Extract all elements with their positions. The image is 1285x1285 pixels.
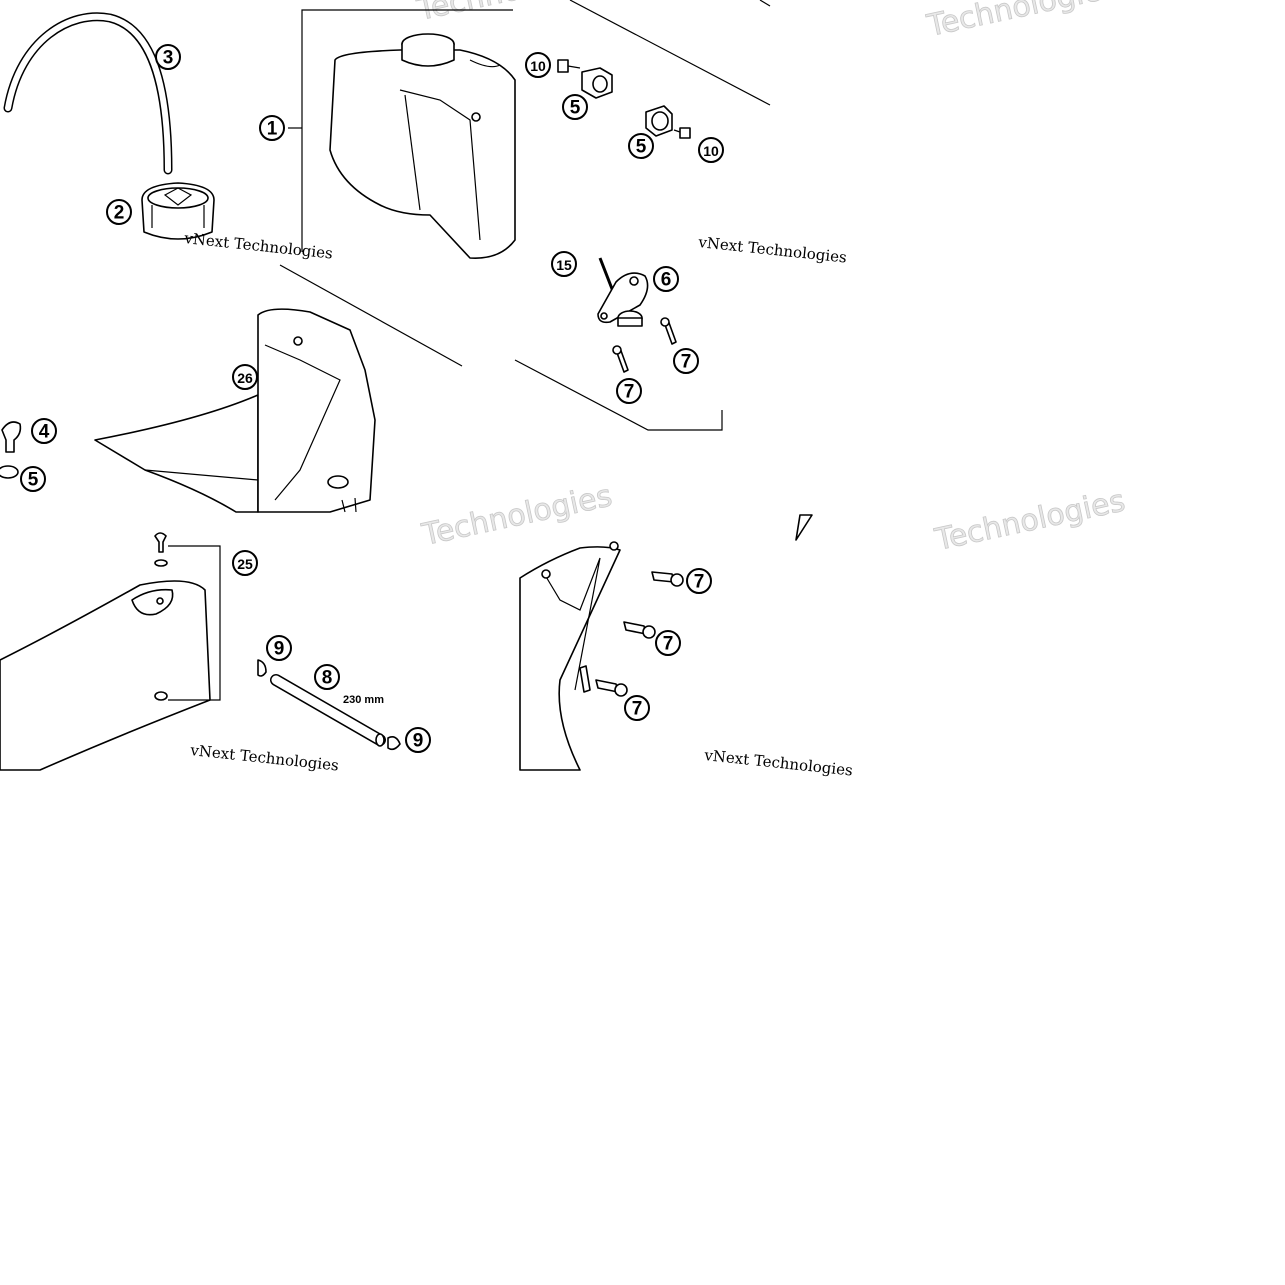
callout-c9a: 9 [266, 635, 292, 661]
watermark-word: Technologies [931, 484, 1128, 559]
callout-ring [232, 364, 258, 390]
callout-ring [562, 94, 588, 120]
callout-number: 26 [237, 370, 253, 386]
part-fuel-tap [597, 257, 649, 327]
callout-c8: 8 [314, 664, 340, 690]
callout-c6: 6 [653, 266, 679, 292]
part-screws-upper [612, 317, 677, 373]
part-spacer-bolt-group [557, 59, 691, 139]
callout-c3: 3 [155, 44, 181, 70]
callout-ring [405, 727, 431, 753]
callout-number: 4 [39, 422, 50, 443]
callout-ring [525, 52, 551, 78]
callout-ring [628, 133, 654, 159]
watermark-text: vNext Technologies [703, 746, 854, 780]
callout-c10b: 10 [698, 137, 724, 163]
callout-c7e: 7 [624, 695, 650, 721]
callout-number: 6 [661, 270, 672, 291]
callout-ring [655, 630, 681, 656]
callout-ring [20, 466, 46, 492]
part-bolt-washer [0, 421, 22, 479]
watermark-word: Technologies [923, 0, 1120, 44]
callout-layer: 1 2 3 4 5 5 5 6 7 7 7 7 7 8 9 9 10 10 15 25 26 [20, 44, 724, 753]
callout-number: 1 [267, 119, 278, 140]
callout-ring [616, 378, 642, 404]
callout-number: 7 [681, 352, 692, 373]
callout-c4: 4 [31, 418, 57, 444]
watermark-text: vNext Technologies [697, 233, 848, 267]
part-side-cover-right [519, 514, 813, 771]
part-seat [94, 394, 259, 513]
watermark-text: vNext Technologies [183, 229, 334, 263]
callout-number: 25 [237, 556, 253, 572]
callout-number: 9 [274, 639, 285, 660]
callout-ring [698, 137, 724, 163]
dimension-label: 230 mm [343, 694, 384, 706]
callout-ring [106, 199, 132, 225]
callout-number: 7 [632, 699, 643, 720]
part-vent-tube [257, 659, 401, 751]
callout-number: 3 [163, 48, 174, 69]
callout-c9b: 9 [405, 727, 431, 753]
callout-number: 5 [636, 137, 647, 158]
callout-c10a: 10 [525, 52, 551, 78]
callout-number: 2 [114, 203, 125, 224]
callout-ring [266, 635, 292, 661]
callout-ring [314, 664, 340, 690]
callout-c15: 15 [551, 251, 577, 277]
background-watermarks: Technologies Technologies Technologies T… [413, 0, 1129, 559]
callout-c7d: 7 [655, 630, 681, 656]
part-fuel-tank [288, 9, 516, 259]
callout-c1: 1 [259, 115, 285, 141]
part-tank-shroud-lower [0, 532, 221, 771]
callout-ring [259, 115, 285, 141]
callout-c26: 26 [232, 364, 258, 390]
callout-number: 7 [663, 634, 674, 655]
callout-c7b: 7 [616, 378, 642, 404]
bracket-lines [279, 0, 771, 431]
part-fuel-cap [141, 182, 215, 240]
callout-number: 7 [624, 382, 635, 403]
callout-c25: 25 [232, 550, 258, 576]
callout-ring [673, 348, 699, 374]
part-hose [3, 12, 173, 175]
callout-ring [551, 251, 577, 277]
callout-c5a: 5 [562, 94, 588, 120]
callout-number: 10 [703, 143, 719, 159]
watermark-word: Technologies [418, 479, 615, 554]
callout-ring [624, 695, 650, 721]
callout-c7a: 7 [673, 348, 699, 374]
watermark-text: vNext Technologies [189, 741, 340, 775]
callout-number: 9 [413, 731, 424, 752]
callout-number: 7 [694, 572, 705, 593]
callout-c7c: 7 [686, 568, 712, 594]
callout-ring [686, 568, 712, 594]
callout-ring [232, 550, 258, 576]
part-side-panel [257, 308, 376, 513]
callout-c2: 2 [106, 199, 132, 225]
callout-ring [155, 44, 181, 70]
callout-number: 8 [322, 668, 333, 689]
watermark-word: Technologies [413, 0, 610, 28]
part-screws-lower [595, 571, 684, 697]
callout-number: 5 [28, 470, 39, 491]
callout-c5c: 5 [20, 466, 46, 492]
callout-ring [653, 266, 679, 292]
callout-ring [31, 418, 57, 444]
callout-number: 15 [556, 257, 572, 273]
callout-number: 10 [530, 58, 546, 74]
callout-c5b: 5 [628, 133, 654, 159]
callout-number: 5 [570, 98, 581, 119]
